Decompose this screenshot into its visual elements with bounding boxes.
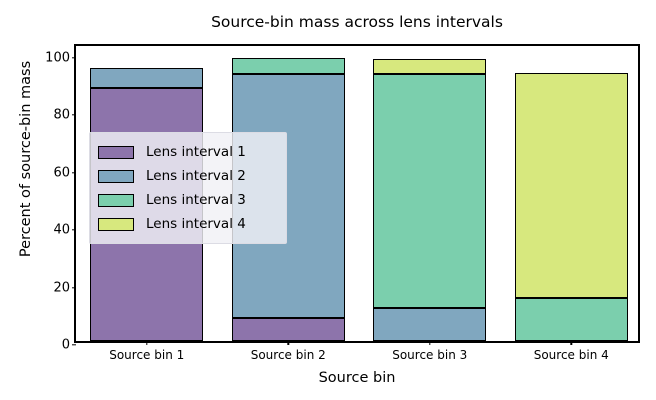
legend-item-label: Lens interval 2 — [146, 168, 246, 184]
legend-item[interactable]: Lens interval 4 — [98, 212, 277, 236]
y-tick-label: 100 — [45, 50, 70, 65]
y-axis-label: Percent of source-bin mass — [18, 60, 34, 258]
y-tick-mark — [72, 344, 76, 346]
y-tick-mark — [72, 56, 76, 59]
chart-title: Source-bin mass across lens intervals — [211, 13, 503, 31]
x-tick-mark — [570, 341, 572, 345]
y-tick-mark — [72, 286, 76, 289]
legend-swatch-icon — [98, 217, 134, 231]
x-tick-mark — [146, 341, 148, 345]
x-tick-label: Source bin 3 — [392, 348, 468, 362]
bar-segment[interactable] — [514, 297, 628, 341]
legend-swatch-icon — [98, 193, 134, 207]
x-tick-label: Source bin 1 — [109, 348, 185, 362]
legend-swatch-icon — [98, 145, 134, 159]
bar-segment[interactable] — [373, 59, 487, 74]
y-tick-mark — [72, 229, 76, 231]
x-tick-mark — [287, 341, 289, 345]
bar-segment[interactable] — [373, 307, 487, 341]
bar-segment[interactable] — [231, 318, 345, 341]
y-tick-mark — [72, 171, 76, 174]
bar-segment[interactable] — [231, 57, 345, 74]
legend-item-label: Lens interval 1 — [146, 144, 246, 160]
legend-item-label: Lens interval 4 — [146, 216, 246, 232]
y-tick-label: 80 — [53, 107, 70, 123]
y-tick-label: 60 — [53, 165, 70, 180]
x-tick-mark — [429, 341, 431, 345]
bar-segment[interactable] — [90, 67, 204, 88]
x-tick-label: Source bin 2 — [250, 348, 326, 362]
x-axis-label: Source bin — [318, 370, 396, 386]
legend-swatch-icon — [98, 169, 134, 183]
bar-group[interactable] — [514, 42, 628, 341]
x-tick-label: Source bin 4 — [533, 348, 609, 362]
y-tick-label: 40 — [53, 222, 70, 238]
legend-item-label: Lens interval 3 — [146, 192, 246, 208]
y-tick-label: 0 — [61, 337, 70, 353]
legend-item[interactable]: Lens interval 1 — [98, 140, 277, 164]
y-tick-label: 20 — [53, 280, 70, 295]
legend-item[interactable]: Lens interval 2 — [98, 164, 277, 188]
bar-segment[interactable] — [373, 73, 487, 308]
legend: Lens interval 1 Lens interval 2 Lens inter… — [89, 132, 287, 244]
y-tick-mark — [72, 114, 76, 116]
bar-segment[interactable] — [514, 72, 628, 298]
plot-inner: 0 20 40 60 80 100 Source bin 1 Source bin 2 Sou… — [45, 46, 638, 362]
legend-item[interactable]: Lens interval 3 — [98, 188, 277, 212]
bar-group[interactable] — [373, 42, 487, 341]
plot-area: 0 20 40 60 80 100 Source bin 1 Source bin 2 Sou… — [45, 44, 640, 362]
